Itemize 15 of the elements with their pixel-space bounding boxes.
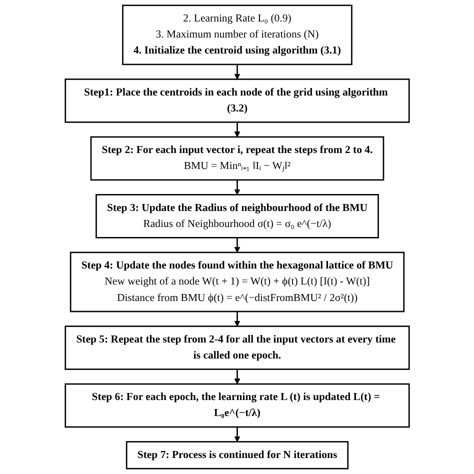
node-box: 2. Learning Rate L₀ (0.9) 3. Maximum number of iterations (N) 4. Initialize the centroid using algorithm (3.1) xyxy=(122,4,352,66)
arrow xyxy=(234,180,240,195)
arrow xyxy=(234,64,240,80)
node-box: Step 5: Repeat the step from 2-4 for all the input vectors at every time is called one epoch. xyxy=(64,326,410,370)
node-box: Step 3: Update the Radius of neighbourhood of the BMU Radius of Neighbourhood σ(t) = σ₀ e^(−t/λ) xyxy=(95,194,379,238)
arrow xyxy=(234,312,240,327)
arrow xyxy=(234,238,240,253)
node-box: Step 6: For each epoch, the learning rate L (t) is updated L(t) = L₀e^(−t/λ) xyxy=(64,383,410,428)
node-box: Step1: Place the centroids in each node of the grid using algorithm (3.2) xyxy=(64,78,410,123)
arrow xyxy=(234,369,240,384)
arrow xyxy=(234,427,240,442)
arrow xyxy=(234,122,240,138)
node-box: Step 2: For each input vector i, repeat the steps from 2 to 4. BMU = Minⁿᵢ₌₁ ‖Iᵢ − Wⱼ‖² xyxy=(90,136,384,181)
node-box: Step 4: Update the nodes found within the hexagonal lattice of BMU New weight of a node W(t + 1) = W(t) + ϕ(t) L(t) [I(t) - W(t)] Distance from BMU ϕ(t) = e^(−distFromBMU² / 2σ²(t)) xyxy=(70,252,404,312)
node-box: Step 7: Process is continued for N iterations xyxy=(126,441,348,470)
